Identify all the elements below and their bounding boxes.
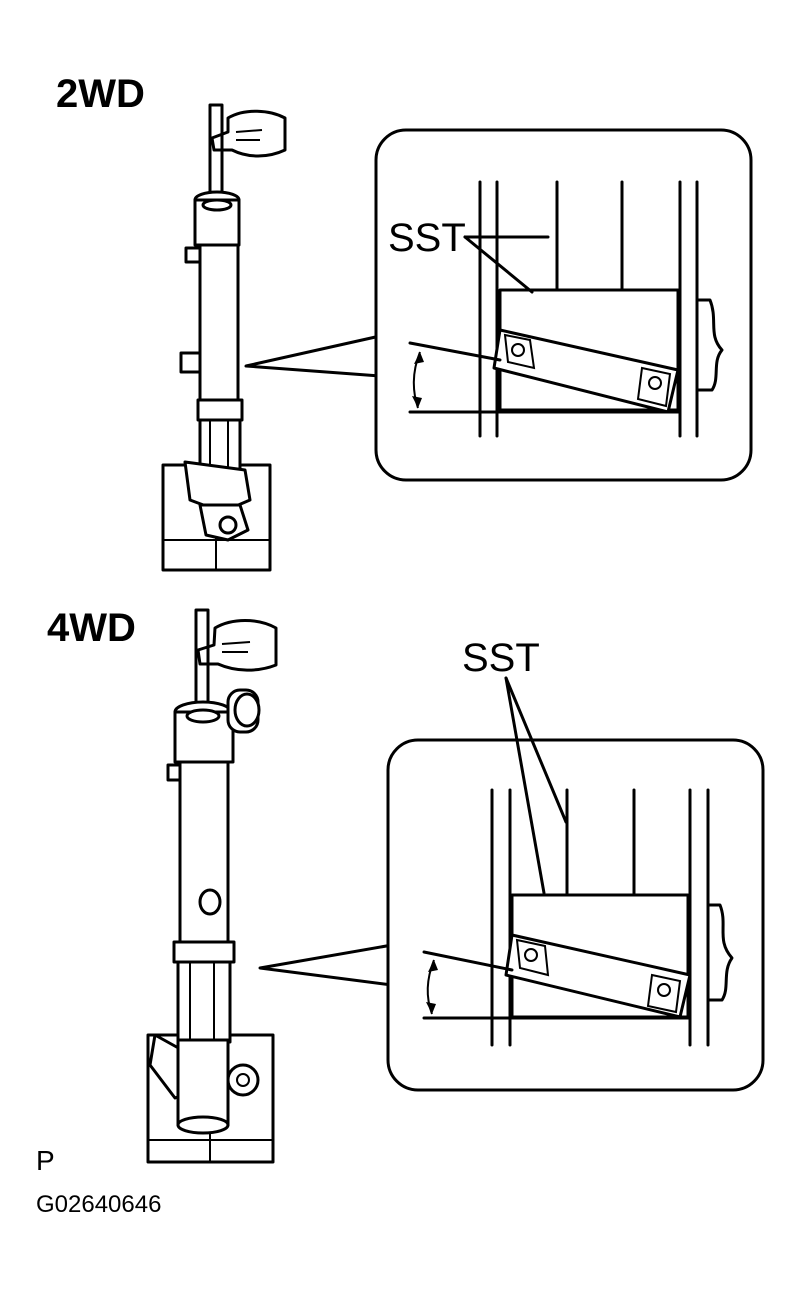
detail-box-4wd (386, 676, 765, 1092)
heading-4wd: 4WD (47, 606, 136, 650)
shaft-2wd (208, 103, 224, 202)
sst-label-2wd: SST (388, 216, 466, 260)
heading-2wd: 2WD (56, 72, 145, 116)
leader-4wd (258, 943, 394, 987)
figure-code: G02640646 (36, 1191, 162, 1218)
steering-column-4wd (146, 608, 278, 1164)
sst-label-4wd: SST (462, 636, 540, 680)
hand-2wd (210, 109, 287, 158)
column-tube-2wd (198, 243, 240, 402)
footer-mark: P (36, 1145, 55, 1176)
detail-box-2wd (374, 128, 753, 482)
column-tube-4wd (178, 760, 230, 944)
leader-2wd (244, 334, 382, 378)
steering-column-2wd (161, 103, 287, 572)
hand-4wd (196, 619, 278, 672)
